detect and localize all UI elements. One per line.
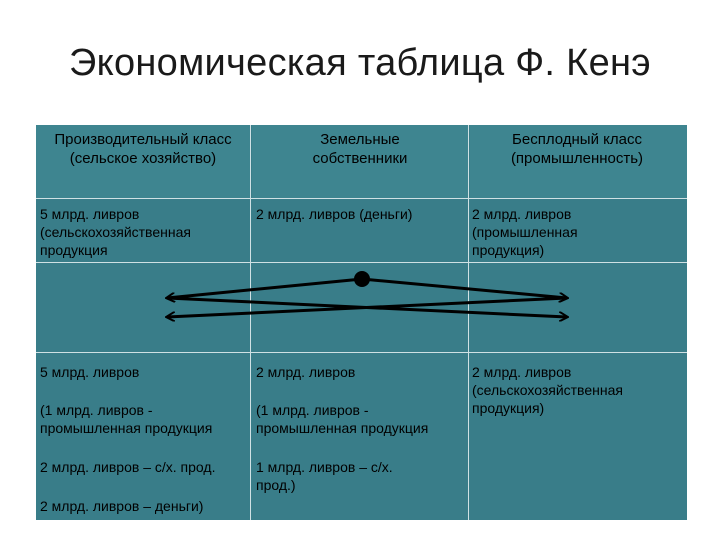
header-bg-3 [470,125,687,198]
arrow-center-to-right [361,277,567,298]
header-landowners: Земельные собственники [312,131,408,167]
grid-line-v2 [468,125,469,520]
cell-sterile-output: 2 млрд. ливров (промышленная продукция) [472,206,578,258]
cell-sterile-agri: 2 млрд. ливров (сельскохозяйственная про… [472,364,623,416]
exchange-arrows-diagram [36,271,687,520]
grid-line-h3 [36,352,687,353]
grid-line-h1 [36,198,687,199]
header-productive-class: Производительный класс (сельское хозяйст… [54,131,232,167]
arrow-center-to-left [167,277,363,298]
page-title: Экономическая таблица Ф. Кенэ [68,42,651,84]
cell-landowners-money: 2 млрд. ливров (деньги) [256,206,413,222]
cell-productive-total: 5 млрд. ливров [40,364,140,380]
grid-line-h2 [36,262,687,263]
grid-line-v1 [250,125,251,520]
header-bg-2 [252,125,468,198]
header-bg-1 [36,125,250,198]
cell-productive-industrial: (1 млрд. ливров - промышленная продукция [40,402,213,436]
cell-landowners-agri: 1 млрд. ливров – с/х. прод.) [256,459,393,493]
cell-landowners-total: 2 млрд. ливров [256,364,356,380]
header-sterile-class: Бесплодный класс (промышленность) [510,131,644,167]
arrow-right-to-left [167,296,568,317]
cell-productive-money: 2 млрд. ливров – деньги) [40,498,204,514]
cell-landowners-industrial: (1 млрд. ливров - промышленная продукция [256,402,429,436]
center-dot-icon [354,271,370,287]
cell-productive-agri: 2 млрд. ливров – с/х. прод. [40,459,216,475]
quesnay-table: Производительный класс (сельское хозяйст… [36,125,687,520]
cell-productive-output: 5 млрд. ливров (сельскохозяйственная про… [40,206,191,258]
